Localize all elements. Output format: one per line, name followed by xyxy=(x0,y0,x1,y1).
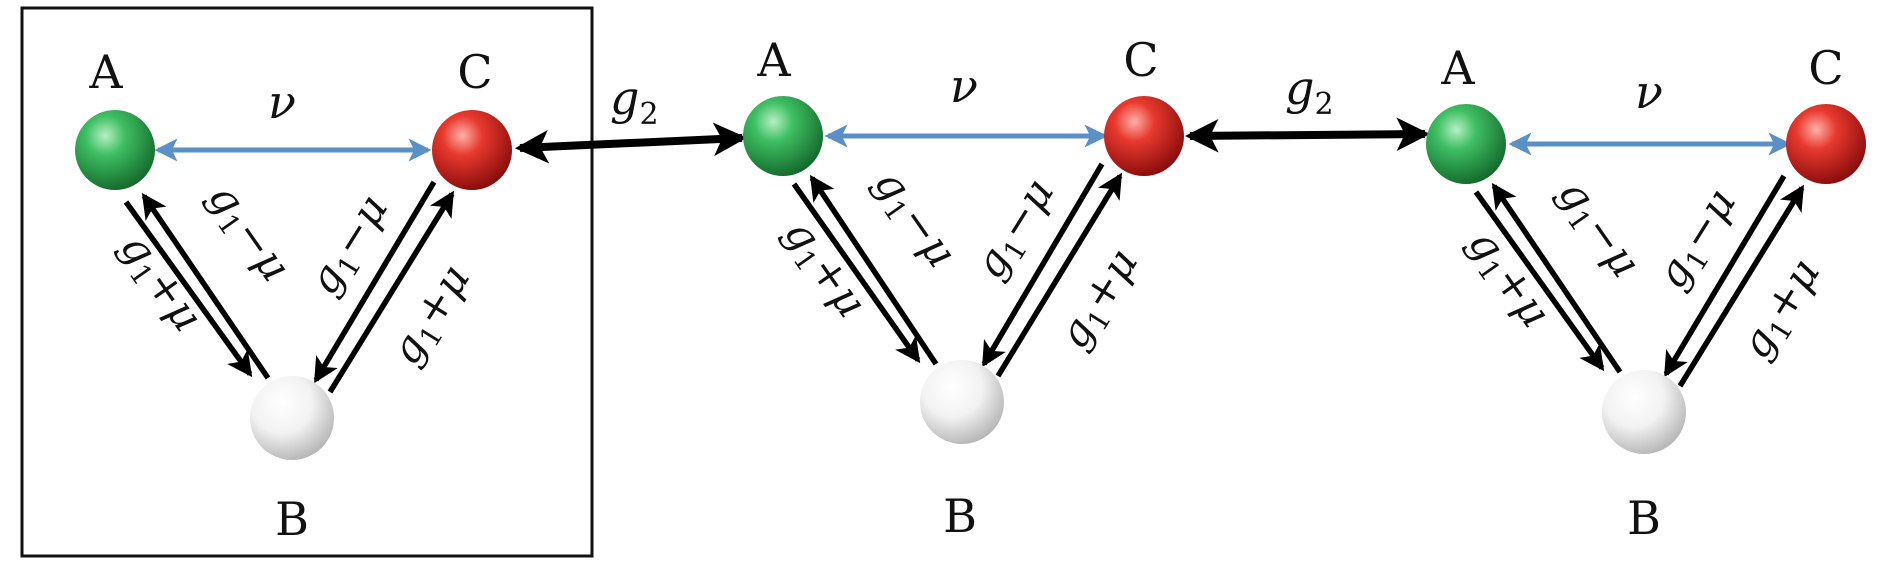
rate-c-to-b-label: g1−μ xyxy=(965,170,1068,290)
rate-c-to-b-label: g1−μ xyxy=(299,186,402,306)
site-c xyxy=(1786,104,1866,184)
arrow-a-to-b xyxy=(791,182,921,364)
arrow-b-to-c xyxy=(995,172,1123,378)
rate-b-to-a-label: g1−μ xyxy=(195,174,301,293)
arrow-b-to-c xyxy=(1677,184,1805,388)
site-a-label: A xyxy=(1440,41,1475,95)
rate-b-to-a-label: g1−μ xyxy=(861,160,967,279)
rate-b-to-c-label: g1+μ xyxy=(381,256,484,376)
site-a xyxy=(743,96,823,176)
g2-coupling-2-3: g2 xyxy=(1184,61,1431,153)
cell-3: ν g1+μ g1−μ g1−μ g1+μ A C B xyxy=(1426,41,1866,545)
rate-c-to-b-label: g1−μ xyxy=(1647,180,1750,300)
site-b-label: B xyxy=(275,492,309,546)
rate-b-to-a-label: g1−μ xyxy=(1545,170,1651,289)
g2-arrow-2 xyxy=(1184,117,1431,153)
rate-a-to-b-label: g1+μ xyxy=(1455,220,1561,339)
nu-label: ν xyxy=(1635,65,1663,119)
site-a-label: A xyxy=(756,33,791,87)
site-b xyxy=(250,376,334,460)
site-b-label: B xyxy=(943,489,977,543)
site-a xyxy=(1426,104,1506,184)
g2-arrow-1 xyxy=(514,122,748,164)
cell-1: ν g1+μ g1−μ g1−μ g1+μ A C B xyxy=(75,45,512,546)
cell-2: ν g1+μ g1−μ g1−μ g1+μ A C B xyxy=(743,33,1184,543)
site-a xyxy=(75,110,155,190)
rate-b-to-c-label: g1+μ xyxy=(1049,240,1152,360)
site-a-label: A xyxy=(88,45,123,99)
rate-a-to-b-label: g1+μ xyxy=(771,210,877,329)
site-b-label: B xyxy=(1627,491,1661,545)
arrow-a-to-b xyxy=(1473,190,1605,372)
arrow-b-to-a xyxy=(141,192,271,380)
rate-b-to-c-label: g1+μ xyxy=(1731,250,1834,370)
g2-coupling-1-2: g2 xyxy=(514,71,748,164)
nu-label: ν xyxy=(268,75,296,129)
arrow-b-to-c xyxy=(327,190,455,394)
site-b xyxy=(1602,370,1686,454)
arrow-b-to-a xyxy=(809,174,939,366)
g2-label-2: g2 xyxy=(1285,61,1334,122)
site-c-label: C xyxy=(1123,33,1158,87)
site-c-label: C xyxy=(1808,41,1843,95)
unit-cell-frame xyxy=(20,6,594,558)
site-c xyxy=(1104,96,1184,176)
site-c xyxy=(432,110,512,190)
arrow-b-to-a xyxy=(1491,182,1623,374)
site-c-label: C xyxy=(457,45,492,99)
rate-a-to-b-label: g1+μ xyxy=(107,224,213,343)
g2-label-1: g2 xyxy=(610,71,659,132)
arrow-c-to-b xyxy=(981,162,1105,368)
site-b xyxy=(920,360,1004,444)
arrow-a-to-b xyxy=(123,200,253,378)
arrow-c-to-b xyxy=(313,180,437,384)
arrow-c-to-b xyxy=(1663,174,1787,378)
nu-label: ν xyxy=(950,59,978,113)
